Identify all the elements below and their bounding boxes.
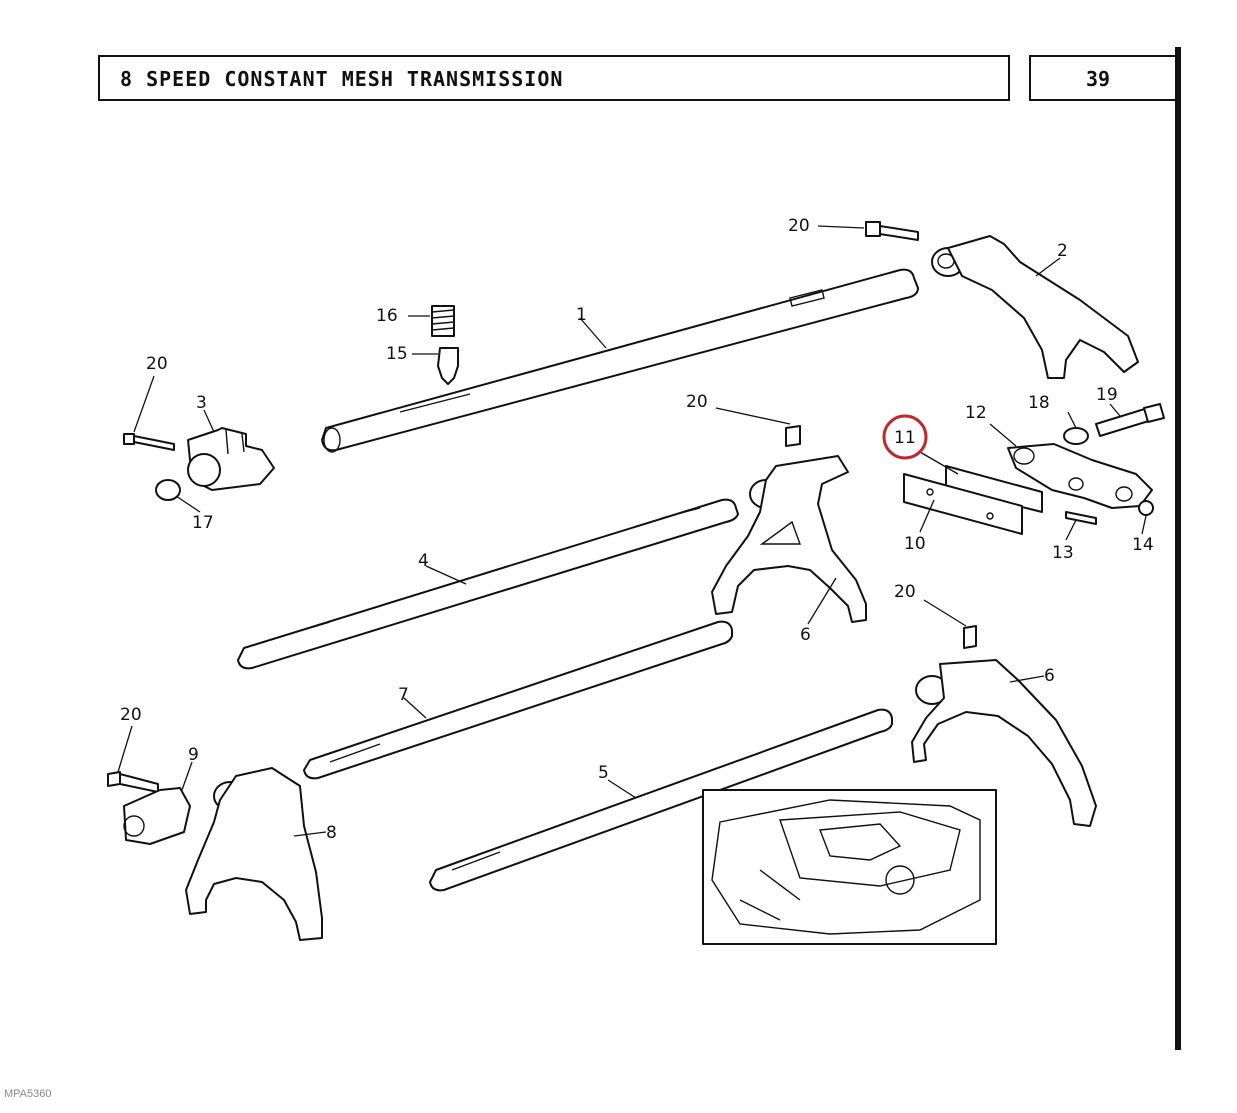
page-number: 39 bbox=[1086, 67, 1111, 91]
shift-rail-part-4 bbox=[237, 498, 739, 670]
callout-10: 10 bbox=[904, 534, 926, 554]
shift-rail-part-1 bbox=[321, 268, 919, 453]
callout-17: 17 bbox=[192, 513, 214, 533]
spring-part-16 bbox=[431, 305, 455, 337]
callout-8: 8 bbox=[326, 823, 337, 843]
callout-20: 20 bbox=[894, 582, 916, 602]
o-ring-part-17 bbox=[155, 479, 181, 501]
callout-16: 16 bbox=[376, 306, 398, 326]
callout-3: 3 bbox=[196, 393, 207, 413]
page-edge-rule bbox=[1175, 47, 1181, 1050]
transmission-case-inset bbox=[702, 789, 997, 945]
callout-14: 14 bbox=[1132, 535, 1154, 555]
callout-13: 13 bbox=[1052, 543, 1074, 563]
callout-12: 12 bbox=[965, 403, 987, 423]
shift-fork-part-6-upper bbox=[711, 455, 867, 623]
shift-rail-part-5 bbox=[429, 708, 893, 892]
callout-5: 5 bbox=[598, 763, 609, 783]
bolt-part-20-bottom-left bbox=[107, 771, 159, 793]
title-box: 8 SPEED CONSTANT MESH TRANSMISSION bbox=[98, 55, 1010, 101]
bolt-part-20-left bbox=[123, 433, 175, 451]
callout-20: 20 bbox=[120, 705, 142, 725]
block-part-9 bbox=[123, 787, 191, 845]
shift-rail-part-7 bbox=[303, 620, 733, 780]
plunger-part-15 bbox=[437, 347, 459, 385]
callout-20: 20 bbox=[146, 354, 168, 374]
pin-part-13 bbox=[1065, 511, 1097, 525]
page-title: 8 SPEED CONSTANT MESH TRANSMISSION bbox=[120, 67, 564, 91]
bolt-part-20-mid bbox=[785, 425, 801, 447]
callout-19: 19 bbox=[1096, 385, 1118, 405]
callout-11: 11 bbox=[894, 428, 916, 448]
bolt-part-20-top bbox=[865, 221, 919, 241]
shift-fork-part-2 bbox=[931, 235, 1139, 379]
callout-6: 6 bbox=[1044, 666, 1055, 686]
highlight-circle bbox=[882, 414, 928, 460]
clip-part-18 bbox=[1063, 427, 1089, 445]
bolt-part-19 bbox=[1095, 403, 1165, 437]
callout-4: 4 bbox=[418, 551, 429, 571]
callout-9: 9 bbox=[188, 745, 199, 765]
plate-part-11 bbox=[945, 465, 1043, 513]
callout-20: 20 bbox=[686, 392, 708, 412]
callout-2: 2 bbox=[1057, 241, 1068, 261]
page-number-box: 39 bbox=[1029, 55, 1175, 101]
callout-1: 1 bbox=[576, 305, 587, 325]
bolt-part-20-right bbox=[963, 625, 977, 649]
callout-20: 20 bbox=[788, 216, 810, 236]
callout-7: 7 bbox=[398, 685, 409, 705]
figure-code: MPA5360 bbox=[4, 1088, 52, 1100]
shift-fork-part-8 bbox=[185, 767, 323, 941]
callout-leaders bbox=[117, 225, 1147, 837]
callout-15: 15 bbox=[386, 344, 408, 364]
callout-18: 18 bbox=[1028, 393, 1050, 413]
washer-part-14 bbox=[1138, 500, 1154, 516]
plate-part-10 bbox=[903, 473, 1023, 535]
block-part-3 bbox=[187, 427, 275, 491]
shift-fork-part-6-lower bbox=[911, 659, 1097, 827]
callout-6: 6 bbox=[800, 625, 811, 645]
